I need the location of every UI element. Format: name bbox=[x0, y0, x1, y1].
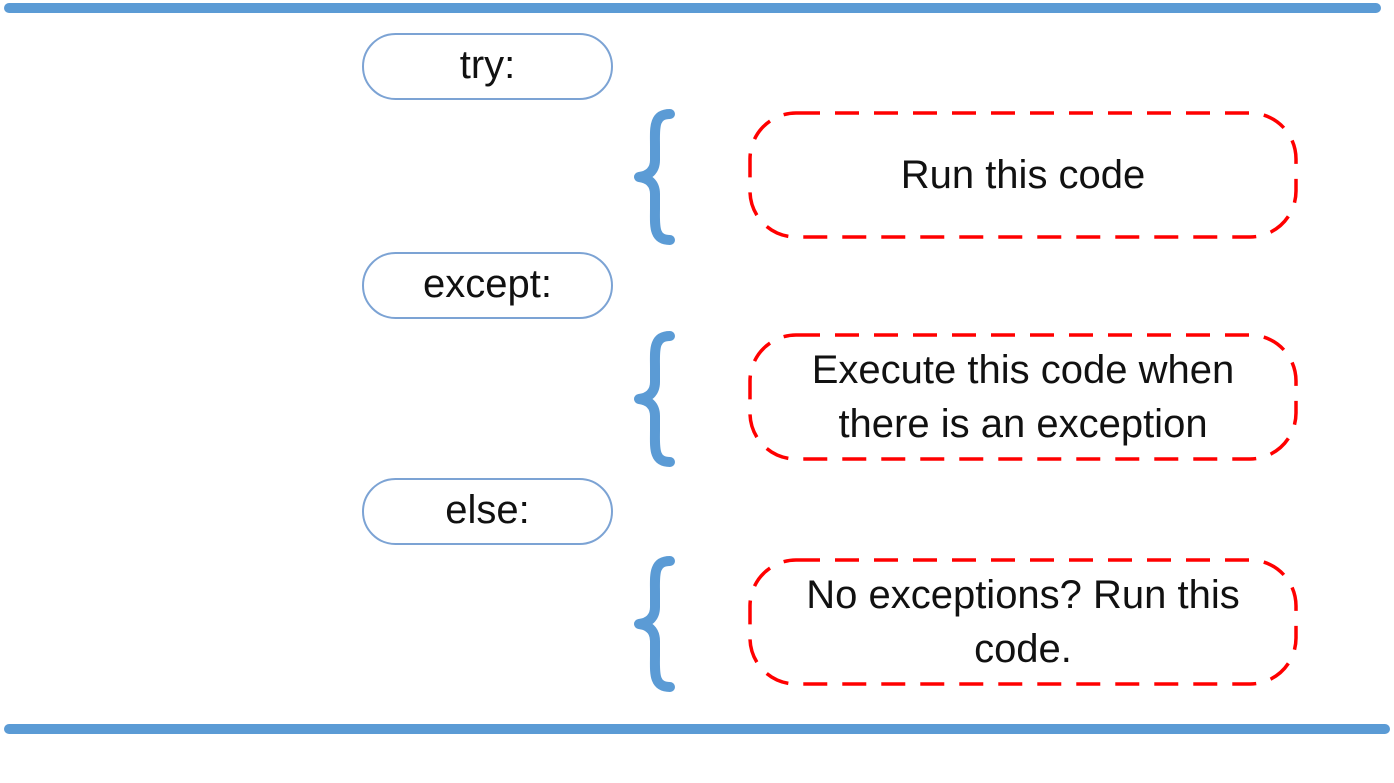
keyword-box-except: except: bbox=[362, 252, 613, 319]
dashed-rect bbox=[748, 558, 1298, 686]
description-box-try: Run this code bbox=[748, 111, 1298, 239]
bottom-divider-line bbox=[4, 724, 1390, 734]
curly-brace-path bbox=[634, 109, 675, 245]
dashed-border-icon bbox=[748, 333, 1298, 461]
keyword-box-else: else: bbox=[362, 478, 613, 545]
dashed-rect bbox=[748, 111, 1298, 239]
curly-brace-icon bbox=[634, 331, 675, 467]
description-text-except: Execute this code when there is an excep… bbox=[811, 348, 1235, 446]
dashed-rect bbox=[748, 333, 1298, 461]
dashed-border-icon bbox=[748, 558, 1298, 686]
description-text-try: Run this code bbox=[900, 153, 1146, 197]
keyword-label-else: else: bbox=[445, 487, 530, 532]
description-text-else: No exceptions? Run this code. bbox=[806, 573, 1240, 671]
keyword-label-except: except: bbox=[423, 261, 552, 306]
keyword-box-try: try: bbox=[362, 33, 613, 100]
top-divider-line bbox=[4, 3, 1381, 13]
keyword-label-try: try: bbox=[459, 42, 516, 87]
curly-brace-path bbox=[634, 331, 675, 467]
dashed-border-icon bbox=[748, 111, 1298, 239]
description-box-except: Execute this code when there is an excep… bbox=[748, 333, 1298, 461]
curly-brace-path bbox=[634, 556, 675, 692]
description-box-else: No exceptions? Run this code. bbox=[748, 558, 1298, 686]
curly-brace-icon bbox=[634, 109, 675, 245]
curly-brace-icon bbox=[634, 556, 675, 692]
